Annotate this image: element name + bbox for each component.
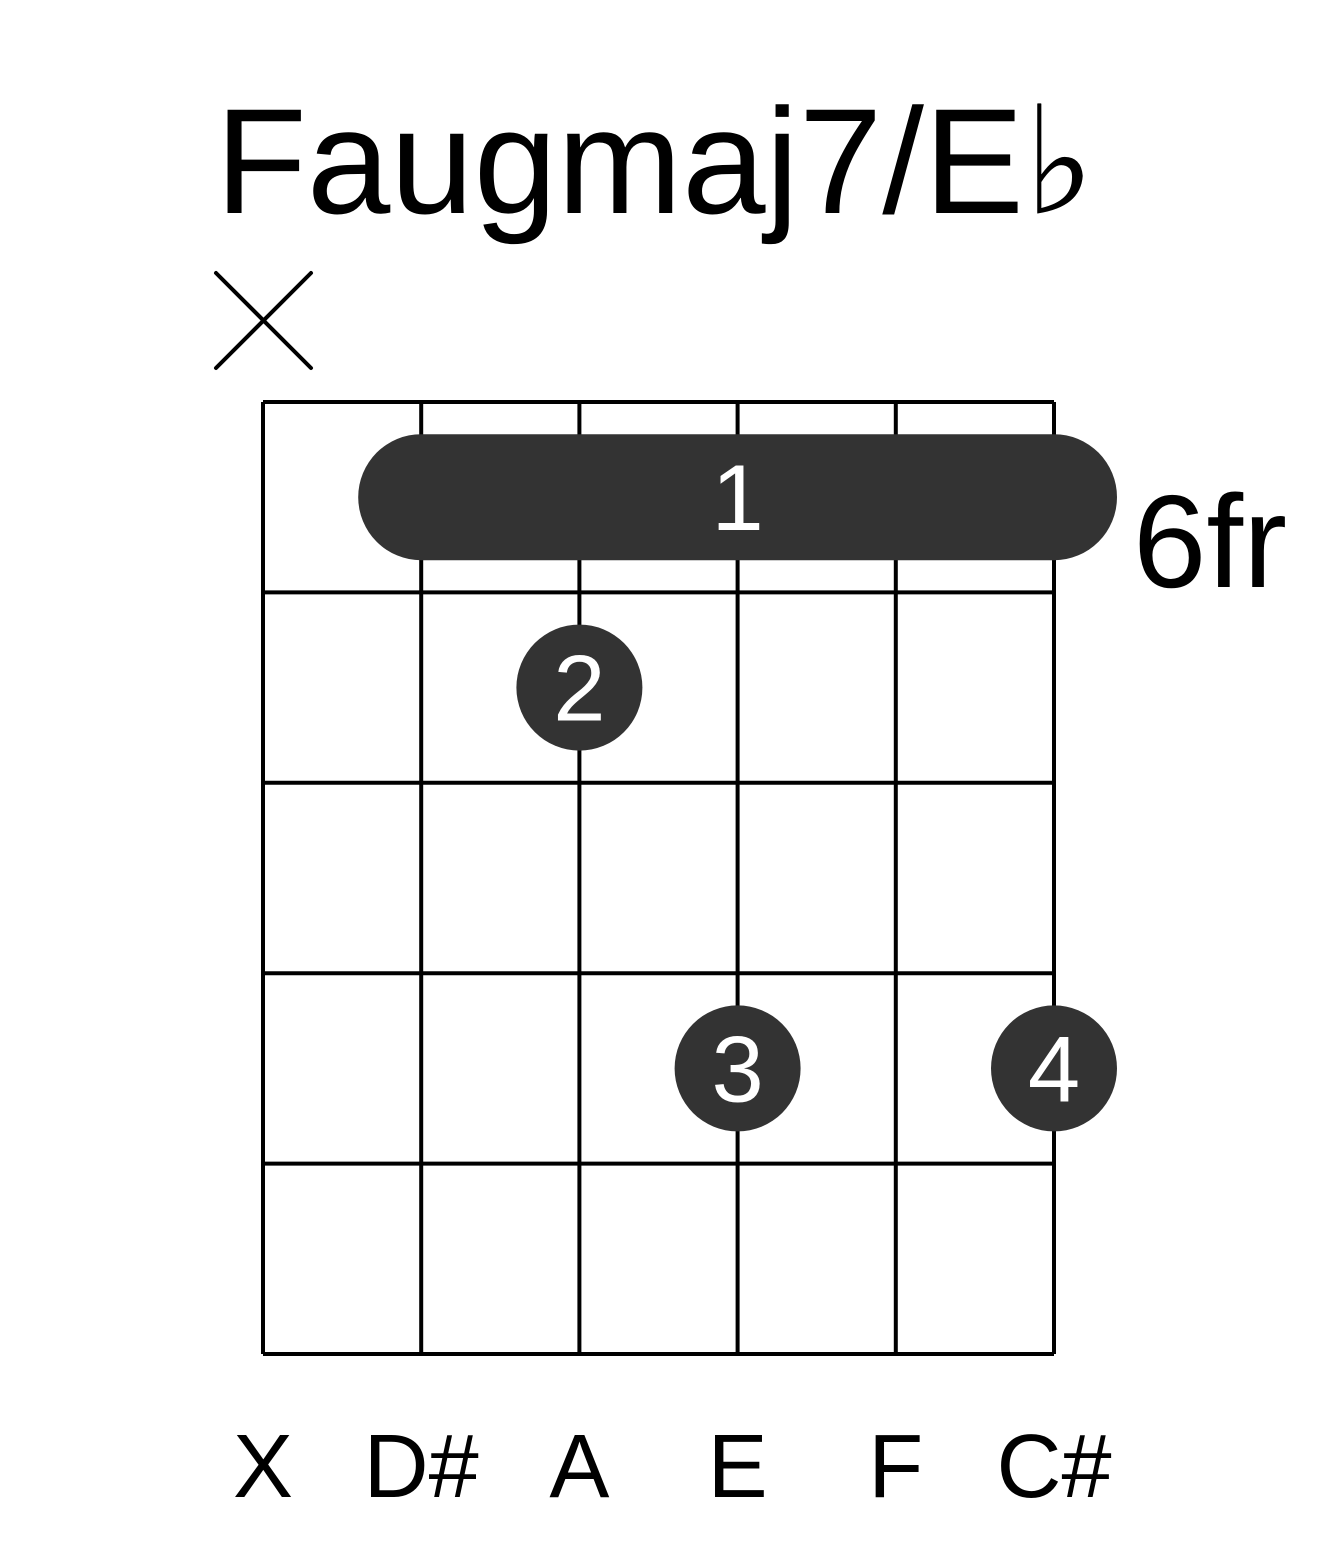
fret-position-label: 6fr xyxy=(1133,468,1287,615)
string-note-label: X xyxy=(233,1417,293,1517)
finger-dot xyxy=(991,1005,1117,1132)
string-note-label: A xyxy=(549,1417,609,1517)
string-note-label: F xyxy=(868,1417,923,1517)
finger-number: 3 xyxy=(711,1016,763,1121)
finger-dot xyxy=(516,624,643,751)
muted-string-marker-icon xyxy=(214,271,313,370)
string-note-label: D# xyxy=(364,1417,479,1517)
barre-finger-number: 1 xyxy=(711,445,763,550)
barre-bar xyxy=(358,434,1117,561)
finger-dots: 2 3 4 xyxy=(516,624,1117,1132)
fretboard-grid xyxy=(261,400,1056,1356)
barre: 1 xyxy=(358,434,1117,561)
string-note-label: E xyxy=(708,1417,768,1517)
finger-number: 4 xyxy=(1028,1016,1080,1121)
finger-dot xyxy=(674,1005,801,1132)
string-note-label: C# xyxy=(996,1417,1111,1517)
chord-title: Faugmaj7/E♭ xyxy=(215,77,1095,245)
finger-number: 2 xyxy=(553,636,605,741)
